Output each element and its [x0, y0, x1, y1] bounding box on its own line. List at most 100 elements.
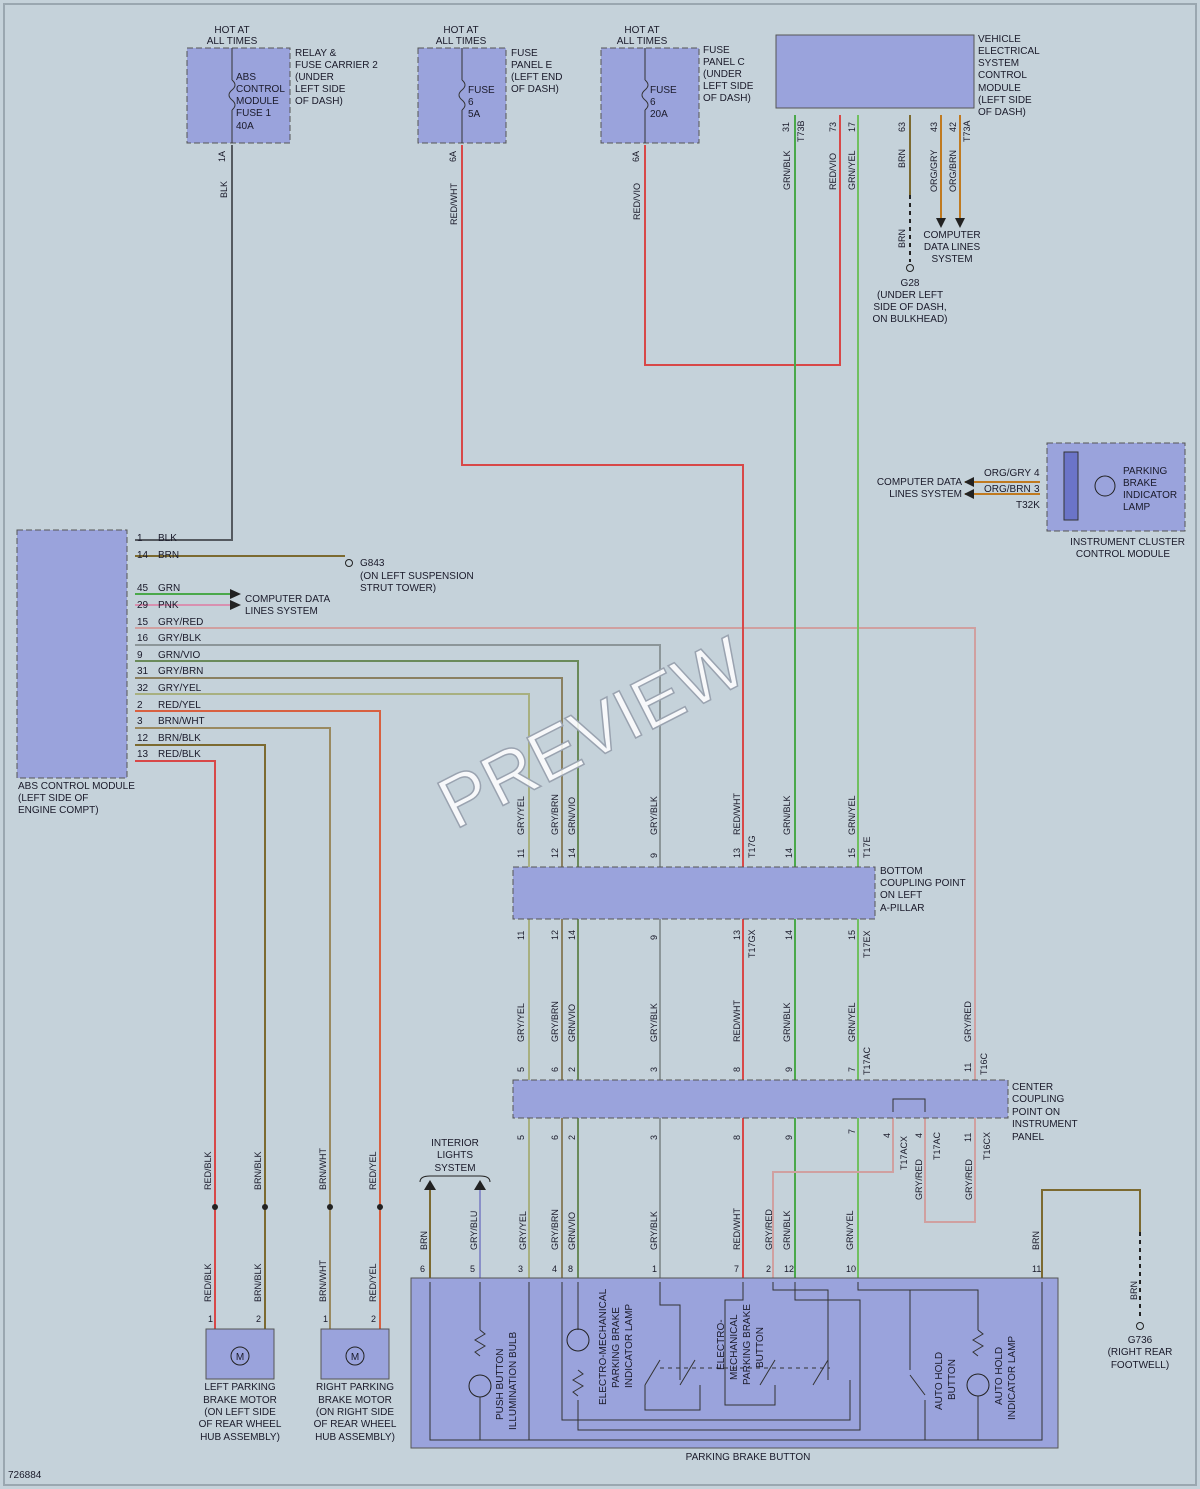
abs-cdl-1: COMPUTER DATA	[245, 594, 331, 605]
wire-redblk	[135, 760, 216, 1330]
ccp-name-5: PANEL	[1012, 1132, 1044, 1143]
indicator-lamp-icon	[1094, 475, 1116, 497]
bcp-pin: T17EX	[862, 930, 872, 958]
lm-wire: BRN/BLK	[253, 1263, 263, 1302]
pbb-wire: BRN	[419, 1231, 429, 1250]
abs-pin-color: BLK	[158, 533, 177, 544]
relay-name-5: OF DASH)	[295, 96, 343, 107]
pbb-wire: GRN/BLK	[782, 1210, 792, 1250]
rm-name-1: RIGHT PARKING	[316, 1382, 394, 1393]
abs-name-1: ABS CONTROL MODULE	[18, 781, 135, 792]
wire-label: GRY/BRN	[550, 794, 560, 835]
wire-label: RED/WHT	[732, 793, 742, 835]
ils-3: SYSTEM	[434, 1163, 475, 1174]
ils-1: INTERIOR	[431, 1138, 479, 1149]
bcp-pin: 14	[567, 930, 577, 940]
vecm-pin-17: 17	[847, 122, 857, 132]
abs-name-2: (LEFT SIDE OF	[18, 793, 88, 804]
fuse-e-fuse-3: 5A	[468, 109, 481, 120]
bottom-coupling-point: BOTTOM COUPLING POINT ON LEFT A-PILLAR 1…	[512, 835, 966, 958]
pbb-pin: 11	[1032, 1264, 1041, 1274]
abs-pin-color: BRN/WHT	[158, 716, 205, 727]
lm-name-3: (ON LEFT SIDE	[204, 1407, 276, 1418]
abs-pin: 16	[137, 633, 149, 644]
bcp-name-2: COUPLING POINT	[880, 878, 966, 889]
abs-pin: 45	[137, 583, 149, 594]
ccp-pin: 7	[847, 1067, 857, 1072]
wire-labels-upper: GRY/YEL GRY/BRN GRN/VIO GRY/BLK RED/WHT …	[516, 793, 973, 1042]
relay-fuse-3: MODULE	[236, 96, 279, 107]
abs-pin: 29	[137, 600, 149, 611]
pbb-ahb-2: BUTTON	[947, 1359, 958, 1400]
abs-pin-color: GRN/VIO	[158, 650, 200, 661]
abs-pin-list: 1 BLK 14 BRN 45 GRN 29 PNK 15 GRY/RED 16…	[137, 533, 205, 760]
rm-pin: 2	[371, 1314, 376, 1324]
ccp-pin: 7	[847, 1129, 857, 1134]
g843-name-3: STRUT TOWER)	[360, 583, 436, 594]
ic-lamp-2: BRAKE	[1123, 478, 1157, 489]
pbb-ahl-2: INDICATOR LAMP	[1007, 1336, 1018, 1420]
wire-label: GRY/YEL	[516, 796, 526, 835]
fuse-panel-e: HOT AT ALL TIMES FUSE 6 5A FUSE PANEL E …	[417, 25, 563, 225]
fuse-c-name-3: (UNDER	[703, 69, 742, 80]
rm-wire: RED/YEL	[368, 1263, 378, 1302]
relay-fuse-1: ABS	[236, 72, 256, 83]
arrow-left-icon	[964, 477, 974, 487]
left-parking-brake-motor: RED/BLK BRN/BLK RED/BLK BRN/BLK 1 2 M LE…	[199, 1151, 282, 1443]
vecm-pin-42: 42	[948, 122, 958, 132]
relay-fuse-carrier: HOT AT ALL TIMES ABS CONTROL MODULE FUSE…	[186, 25, 378, 198]
cdl-arrow-icon	[936, 218, 946, 228]
ccp-name-4: INSTRUMENT	[1012, 1119, 1078, 1130]
ccp-pin: T16CX	[982, 1132, 992, 1160]
pbb-pin: 5	[470, 1264, 475, 1274]
fuse-e-name-4: OF DASH)	[511, 84, 559, 95]
ccp-pin: 9	[784, 1135, 794, 1140]
g28-name-1: G28	[901, 278, 920, 289]
pbb-bulb-2: ILLUMINATION BULB	[508, 1332, 519, 1430]
lm-wire: RED/BLK	[203, 1263, 213, 1302]
lm-wire: RED/BLK	[203, 1151, 213, 1190]
relay-name-4: LEFT SIDE	[295, 84, 346, 95]
vecm-name-1: VEHICLE	[978, 34, 1021, 45]
rm-name-3: (ON RIGHT SIDE	[316, 1407, 394, 1418]
ccp-pin: 8	[732, 1135, 742, 1140]
wire-blk-abs-power	[135, 145, 233, 541]
fuse-e-name-1: FUSE	[511, 48, 538, 59]
rm-name-2: BRAKE MOTOR	[318, 1395, 392, 1406]
vecm-wire-grnyel: GRN/YEL	[847, 150, 857, 190]
ccp-pin: 11	[963, 1063, 973, 1072]
g28-name-2: (UNDER LEFT	[877, 290, 943, 301]
ccp-pin: 2	[567, 1135, 577, 1140]
pbb-internal	[429, 1282, 1043, 1441]
abs-pin-color: RED/YEL	[158, 700, 201, 711]
instrument-cluster-control-module: PARKING BRAKE INDICATOR LAMP ORG/GRY 4 O…	[877, 442, 1186, 560]
lm-name-4: OF REAR WHEEL	[199, 1419, 282, 1430]
abs-pin-color: RED/BLK	[158, 749, 201, 760]
fuse-e-fuse-1: FUSE	[468, 85, 495, 96]
pbb-pin: 7	[734, 1264, 739, 1274]
arrow-up-icon	[474, 1180, 486, 1190]
wire-gryred-pbb	[772, 1118, 894, 1278]
wire-label: GRN/BLK	[782, 1002, 792, 1042]
pbb-bulb-1: PUSH BUTTON	[495, 1349, 506, 1421]
wire-gryred-loop	[924, 1118, 976, 1223]
relay-name-2: FUSE CARRIER 2	[295, 60, 378, 71]
fuse-c-wire: RED/VIO	[632, 183, 642, 220]
ic-connector: T32K	[1016, 500, 1040, 511]
pbb-wire: RED/WHT	[732, 1208, 742, 1250]
right-parking-brake-motor: BRN/WHT RED/YEL BRN/WHT RED/YEL 1 2 M RI…	[314, 1148, 397, 1443]
pbb-ind-1: ELECTRO-MECHANICAL	[598, 1288, 609, 1405]
pbb-ahb-1: AUTO HOLD	[934, 1352, 945, 1410]
lm-name-2: BRAKE MOTOR	[203, 1395, 277, 1406]
rm-symbol: M	[351, 1352, 359, 1363]
bcp-pin: T17GX	[747, 929, 757, 958]
relay-name-1: RELAY &	[295, 48, 337, 59]
fuse-e-fuse-2: 6	[468, 97, 474, 108]
ils-2: LIGHTS	[437, 1150, 473, 1161]
pbb-wire: GRY/BRN	[550, 1209, 560, 1250]
ccp-pin: 5	[516, 1135, 526, 1140]
pbb-pin: 4	[552, 1264, 557, 1274]
vecm-pin-t73a: T73A	[962, 120, 972, 142]
fuse-e-name-3: (LEFT END	[511, 72, 563, 83]
fuse-e-hot-2: ALL TIMES	[436, 36, 487, 47]
